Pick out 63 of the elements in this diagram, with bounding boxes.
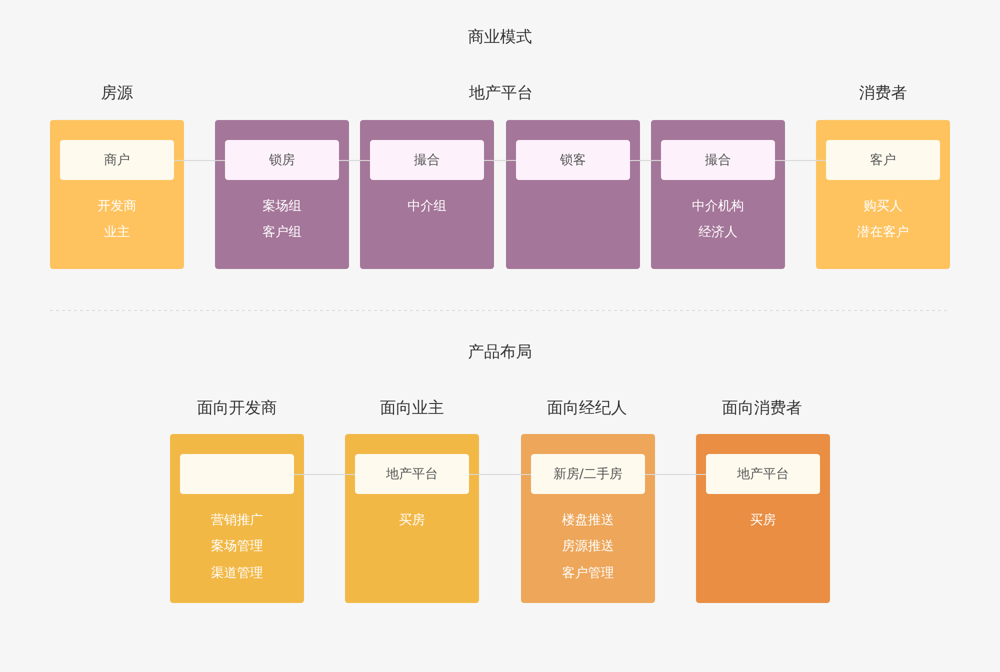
item-text: 客户组	[262, 225, 302, 241]
connector-line	[484, 160, 516, 161]
tag-text: 锁客	[560, 152, 586, 169]
item-text: 营销推广	[210, 513, 264, 529]
category-card	[506, 120, 640, 269]
item-text: 中介组	[406, 199, 448, 215]
connector-line	[630, 160, 662, 161]
item-text: 客户管理	[561, 566, 615, 582]
connector-line	[338, 160, 370, 161]
connector-line	[644, 474, 706, 475]
tag-text: 撮合	[414, 152, 440, 169]
tag-text: 新房/二手房	[553, 466, 623, 483]
tag-text: 地产平台	[737, 466, 789, 483]
item-text: 渠道管理	[210, 566, 264, 582]
connector-line	[294, 474, 356, 475]
category-card	[345, 434, 479, 603]
tag-text: 锁房	[269, 152, 295, 169]
column-heading: 房源	[101, 83, 133, 103]
tag-box	[516, 140, 630, 180]
category-card	[696, 434, 830, 603]
item-text: 案场管理	[210, 539, 264, 555]
tag-box	[531, 454, 645, 494]
tag-text: 商户	[104, 152, 130, 169]
category-card	[50, 120, 184, 269]
connector-line	[774, 160, 826, 161]
item-text: 开发商	[96, 199, 138, 215]
column-heading: 面向经纪人	[547, 398, 627, 418]
tag-box	[225, 140, 339, 180]
connector-line	[174, 160, 226, 161]
item-text: 潜在客户	[856, 225, 910, 241]
category-card	[170, 434, 304, 603]
tag-text: 客户	[870, 152, 896, 169]
item-text: 中介机构	[691, 199, 745, 215]
tag-box	[826, 140, 940, 180]
column-heading: 消费者	[859, 83, 907, 103]
tag-box	[180, 454, 294, 494]
item-text: 买房	[398, 513, 426, 529]
section-title: 商业模式	[468, 27, 532, 47]
item-text: 房源推送	[561, 539, 615, 555]
tag-box	[355, 454, 469, 494]
tag-box	[370, 140, 484, 180]
category-card	[215, 120, 349, 269]
section-title: 产品布局	[468, 342, 532, 362]
category-card	[521, 434, 655, 603]
column-heading: 面向业主	[380, 398, 444, 418]
item-text: 楼盘推送	[561, 513, 615, 529]
item-text: 案场组	[262, 199, 302, 215]
tag-box	[661, 140, 775, 180]
tag-text: 地产平台	[386, 466, 438, 483]
item-text: 经济人	[698, 225, 738, 241]
column-heading: 面向开发商	[197, 398, 277, 418]
item-text: 业主	[103, 225, 131, 241]
tag-box	[60, 140, 174, 180]
item-text: 购买人	[862, 199, 904, 215]
category-card	[651, 120, 785, 269]
tag-text: 撮合	[705, 152, 731, 169]
tag-box	[706, 454, 820, 494]
item-text: 买房	[749, 513, 777, 529]
column-heading: 地产平台	[469, 83, 533, 103]
column-heading: 面向消费者	[722, 398, 802, 418]
connector-line	[468, 474, 532, 475]
category-card	[816, 120, 950, 269]
category-card	[360, 120, 494, 269]
